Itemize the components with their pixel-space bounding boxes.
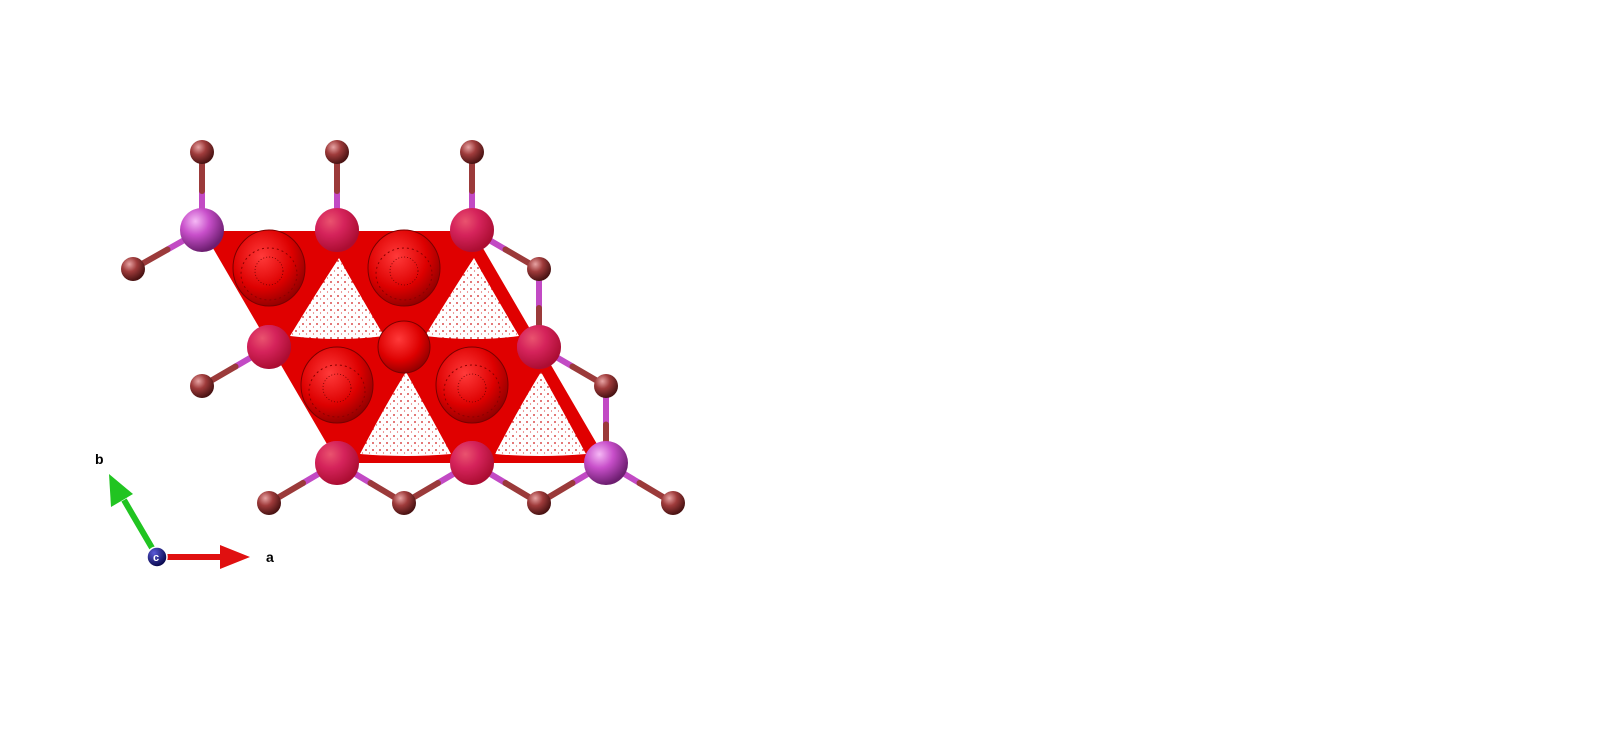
small-atom xyxy=(527,491,551,515)
axis-triad: c a b xyxy=(95,451,274,569)
small-atom xyxy=(661,491,685,515)
b-axis-arrow xyxy=(121,498,158,555)
isosurface-contour xyxy=(240,247,298,301)
isosurface-contour xyxy=(308,364,366,418)
c-axis-label: c xyxy=(153,552,159,564)
isosurface-lobe xyxy=(232,229,306,307)
isosurface-lobe xyxy=(367,229,441,307)
isosurface-contour xyxy=(457,373,487,403)
isosurface-blobs xyxy=(232,229,509,424)
b-axis-arrowhead xyxy=(109,474,133,507)
isosurface-lobe xyxy=(435,346,509,424)
atoms-layer xyxy=(121,140,685,515)
isosurface-void xyxy=(425,258,519,339)
small-atom xyxy=(527,257,551,281)
isosurface-overlay xyxy=(315,208,359,252)
isosurface-overlay xyxy=(247,325,291,369)
isosurface-void xyxy=(290,258,384,339)
a-axis-arrowhead xyxy=(220,545,250,569)
isosurface-contour xyxy=(254,256,284,286)
large-atom xyxy=(584,441,628,485)
isosurface-overlay xyxy=(450,441,494,485)
isosurface-void xyxy=(495,372,586,456)
small-atom xyxy=(257,491,281,515)
isosurface-void xyxy=(360,372,451,456)
isosurface-overlay xyxy=(450,208,494,252)
small-atom xyxy=(190,140,214,164)
a-axis-label: a xyxy=(266,549,274,565)
isosurface-overlay xyxy=(315,441,359,485)
c-axis-dot xyxy=(146,546,168,568)
isosurface-lobe xyxy=(300,346,374,424)
large-atom xyxy=(180,208,224,252)
isosurface-center-lobe xyxy=(377,320,431,374)
isosurface-contour xyxy=(443,364,501,418)
small-atom xyxy=(392,491,416,515)
isosurface-contour xyxy=(375,247,433,301)
small-atom xyxy=(190,374,214,398)
small-atom xyxy=(460,140,484,164)
isosurface-contour xyxy=(389,256,419,286)
b-axis-label: b xyxy=(95,451,104,467)
small-atom xyxy=(594,374,618,398)
small-atom xyxy=(121,257,145,281)
small-atom xyxy=(325,140,349,164)
isosurface-contour xyxy=(322,373,352,403)
isosurface-overlay xyxy=(517,325,561,369)
